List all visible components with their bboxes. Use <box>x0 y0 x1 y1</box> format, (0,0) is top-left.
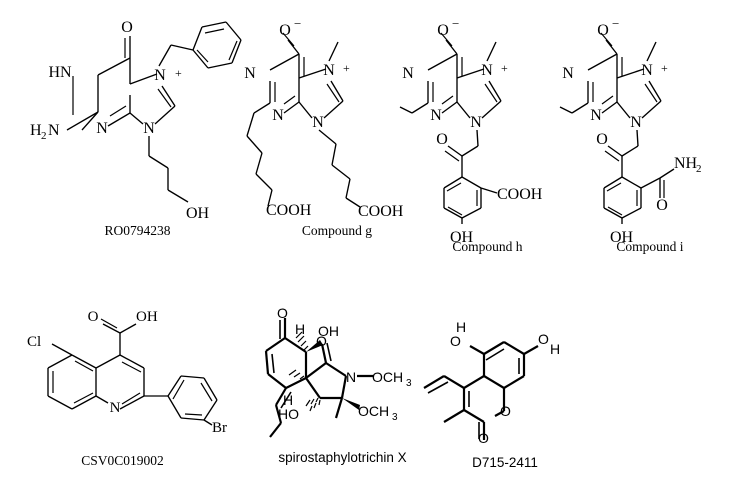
label-n1: N <box>402 65 414 82</box>
label-n1: N <box>244 65 256 82</box>
label-n9: N <box>470 114 482 131</box>
structure-compound-g: O N N N N − + COOH COOH Compound g <box>242 10 432 238</box>
hash-bond-hydroxyl-lower <box>309 399 321 412</box>
compound-h-diagram: O N N N N O − + COOH OH <box>399 16 543 246</box>
hash-bond-h-lower <box>305 397 319 407</box>
label-lactone-oxygen: O <box>478 430 489 446</box>
label-oxide-charge: − <box>452 16 459 31</box>
label-amide-nh2: NH2 <box>674 155 702 175</box>
label-n7-charge: + <box>661 61 668 75</box>
svg-text:2: 2 <box>696 163 702 175</box>
label-hydroxyl-3-o: O <box>538 331 549 347</box>
label-hydroxyl-1-o: O <box>450 333 461 349</box>
wedge-hydroxyl-top <box>306 340 323 352</box>
label-n9: N <box>630 114 642 131</box>
label-chloro: Cl <box>27 334 41 350</box>
label-cooh: COOH <box>497 186 543 203</box>
structure-compound-h: O N N N N O − + COOH OH Compound h <box>399 10 575 254</box>
label-lactam-oxygen: O <box>316 333 327 349</box>
caption-compound-h: Compound h <box>452 239 523 254</box>
label-pyran-oxygen: O <box>500 403 511 419</box>
structure-spirostaphylotrichin-x: O H OH O N OCH 3 H HO OCH 3 spirostaphyl… <box>250 305 435 465</box>
label-bromo: Br <box>212 420 227 436</box>
label-n7-plus: N <box>481 62 493 79</box>
hash-bond-h-top <box>295 331 309 351</box>
label-n-methoxy-sub: 3 <box>406 378 412 389</box>
label-n3: N <box>272 107 284 124</box>
svg-text:H: H <box>30 122 42 139</box>
label-h-top: H <box>295 321 305 337</box>
structure-d715-2411: H O O H O O D715-2411 <box>423 312 570 470</box>
label-amide-oxygen: O <box>656 197 668 214</box>
label-ketone-oxygen: O <box>436 131 448 148</box>
label-n1: N <box>562 65 574 82</box>
svg-text:2: 2 <box>41 130 47 142</box>
label-ketone-oxygen: O <box>277 305 288 321</box>
label-lactam-n: N <box>346 369 356 385</box>
label-phenol-oh: OH <box>450 229 474 246</box>
label-hydroxyl-top: OH <box>318 323 339 339</box>
label-oxide-charge: − <box>294 16 301 31</box>
compound-g-diagram: O N N N N − + COOH COOH <box>244 16 404 220</box>
compound-i-diagram: O N N N N O O − + NH2 OH <box>559 16 702 246</box>
label-quinoline-n: N <box>110 400 121 416</box>
hash-bond-h-left <box>288 369 305 380</box>
label-n9: N <box>143 120 155 137</box>
wedge-methoxy <box>342 398 360 410</box>
label-oxide: O <box>279 22 291 39</box>
d715-2411-diagram: H O O H O O <box>423 319 560 446</box>
label-phenol-oh: OH <box>610 229 634 246</box>
label-hydroxyl-1-h: H <box>456 319 466 335</box>
label-n7-plus: N <box>641 62 653 79</box>
csv0c019002-diagram: O N Cl OH Br <box>27 309 227 436</box>
label-hydroxyl-3-h: H <box>550 341 560 357</box>
caption-compound-g: Compound g <box>301 223 373 238</box>
label-c-methoxy-sub: 3 <box>392 412 398 423</box>
caption-ro0794238: RO0794238 <box>104 223 171 238</box>
label-n7-plus: N <box>323 62 335 79</box>
label-oxide: O <box>437 22 449 39</box>
label-n7-charge: + <box>343 61 350 75</box>
label-acid-oxygen: O <box>88 309 99 325</box>
label-carbonyl-oxygen: O <box>121 19 133 36</box>
caption-spirostaphylotrichin-x: spirostaphylotrichin X <box>278 450 407 465</box>
caption-csv0c019002: CSV0C019002 <box>81 453 164 468</box>
label-cooh-left: COOH <box>266 202 312 219</box>
label-hydroxyl-lower: HO <box>278 406 299 422</box>
label-hn: HN <box>48 64 72 81</box>
label-n7-charge: + <box>501 61 508 75</box>
label-n7-charge: + <box>175 66 182 80</box>
label-acid-oh: OH <box>136 309 158 325</box>
label-hydroxyl: OH <box>186 205 210 222</box>
label-oxide: O <box>597 22 609 39</box>
caption-d715-2411: D715-2411 <box>472 455 538 470</box>
label-n9: N <box>312 114 324 131</box>
caption-compound-i: Compound i <box>616 239 684 254</box>
label-n3: N <box>96 120 108 137</box>
label-n3: N <box>590 107 602 124</box>
label-h-lower: H <box>283 392 293 408</box>
spirostaphylotrichin-x-diagram: O H OH O N OCH 3 H HO OCH 3 <box>264 305 412 438</box>
label-n-methoxy: OCH <box>372 369 403 385</box>
structure-csv0c019002: O N Cl OH Br CSV0C019002 <box>10 308 235 468</box>
label-oxide-charge: − <box>612 16 619 31</box>
label-c-methoxy: OCH <box>358 403 389 419</box>
label-n3: N <box>430 107 442 124</box>
label-n7-plus: N <box>154 67 166 84</box>
svg-text:N: N <box>48 122 60 139</box>
label-cooh-right: COOH <box>358 203 404 220</box>
svg-text:NH: NH <box>674 155 698 172</box>
label-ketone-oxygen: O <box>596 131 608 148</box>
